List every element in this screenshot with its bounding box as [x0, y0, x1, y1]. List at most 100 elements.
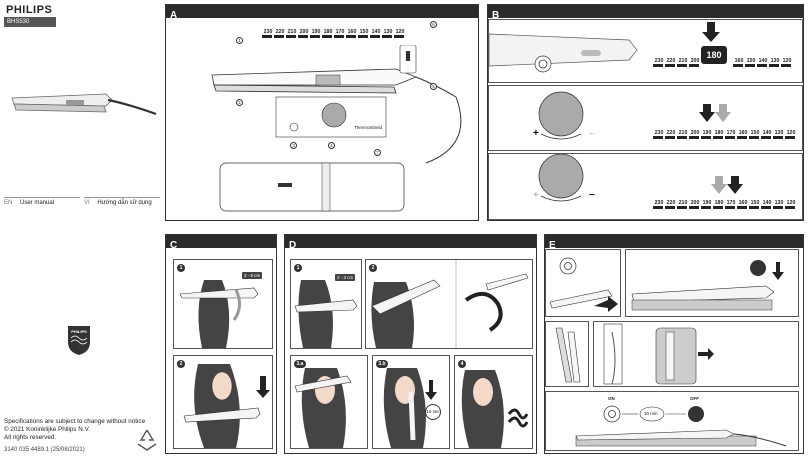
d-step-4-badge: 4: [458, 360, 466, 368]
d-step-1-badge: 1: [294, 264, 302, 272]
d-step-4-illustration: [461, 370, 529, 448]
e-step-3-illustration: [555, 327, 581, 383]
panel-e: E ON OFF: [544, 234, 804, 454]
a-callout-2: 2: [236, 99, 243, 106]
brand-logo-text: PHILIPS: [6, 4, 53, 16]
b-current-temp: 180: [701, 46, 727, 64]
b-arrows-right-icon: [711, 176, 743, 194]
b-temp-left-label-1: 220: [666, 58, 676, 64]
svg-text:−: −: [589, 190, 595, 201]
panel-b-letter: B: [492, 10, 500, 21]
manual-vi-label: Hướng dẫn sử dụng: [97, 200, 152, 206]
recycle-icon: [137, 429, 157, 451]
d-step-3a-badge: 3.a: [294, 360, 306, 368]
d-step-4: 4: [454, 355, 533, 449]
footer-text: Specifications are subject to change wit…: [4, 418, 145, 442]
b-arrows-left-icon: [699, 104, 731, 122]
a-temp-label-7: 160: [347, 29, 357, 35]
b-temp-right-label-3: 130: [770, 58, 780, 64]
d-step-2-illustration: [371, 260, 529, 348]
footer-line-3: All rights reserved.: [4, 434, 57, 441]
a-temp-stripe: [262, 35, 406, 38]
d-step-2-badge: 2: [369, 264, 377, 272]
panel-c-letter: C: [170, 240, 178, 251]
d-step-3b-timer: 10 sec: [425, 404, 441, 420]
c-step-1: 1 3 - 5 cm: [173, 259, 273, 349]
b-temp-2-label-2: 210: [678, 130, 688, 136]
b-temp-2-label-10: 130: [774, 130, 784, 136]
c-step-2-badge: 2: [177, 360, 185, 368]
panel-d: D 1 2 - 3 cm 2 3.a 3.b 10 sec: [284, 234, 537, 454]
a-straightener-diagram: [211, 45, 462, 164]
e-timer-row: [603, 405, 704, 423]
b-temp-right-label-2: 140: [758, 58, 768, 64]
panel-a-letter: A: [170, 10, 178, 21]
panel-c-header: C: [166, 235, 276, 251]
panel-d-header: D: [285, 235, 536, 251]
a-callout-5: 5: [430, 83, 437, 90]
svg-text:−: −: [589, 129, 594, 138]
a-temp-label-3: 200: [299, 29, 309, 35]
b-temp-left-label-2: 210: [678, 58, 688, 64]
a-temp-label-8: 150: [359, 29, 369, 35]
b-temp-3-label-3: 200: [690, 200, 700, 206]
d-step-3a: 3.a: [290, 355, 368, 449]
manual-en-code: EN: [4, 200, 13, 206]
svg-text:PHILIPS: PHILIPS: [71, 329, 87, 334]
b-temp-3-label-6: 170: [726, 200, 736, 206]
a-temp-label-11: 120: [395, 29, 405, 35]
model-tag: BHS530: [4, 17, 56, 27]
e-step-1-illustration: [549, 257, 618, 312]
manual-en-label: User manual: [20, 200, 55, 206]
panel-e-header: E: [545, 235, 803, 251]
d-step-1-size: 2 - 3 cm: [335, 274, 356, 281]
e-step-2: [625, 249, 799, 317]
b-temp-2-label-6: 170: [726, 130, 736, 136]
b-temp-left-label-3: 200: [690, 58, 700, 64]
a-temp-label-1: 220: [275, 29, 285, 35]
b-temp-2-label-11: 120: [786, 130, 796, 136]
d-step-3a-illustration: [294, 368, 352, 448]
a-callout-1: 1: [236, 37, 243, 44]
panel-b-header: B: [488, 5, 803, 21]
b-dial-up: + −: [533, 91, 594, 140]
e-step-2-illustration: [631, 260, 784, 311]
b-temp-2-label-4: 190: [702, 130, 712, 136]
panel-d-letter: D: [289, 240, 297, 251]
a-temp-label-10: 130: [383, 29, 393, 35]
b-temp-3-label-11: 120: [786, 200, 796, 206]
a-temp-label-6: 170: [335, 29, 345, 35]
b-arrow-down-icon: [702, 22, 720, 42]
footer-line-1: Specifications are subject to change wit…: [4, 418, 146, 425]
b-temp-right-label-4: 120: [782, 58, 792, 64]
b-temp-3-label-4: 190: [702, 200, 712, 206]
e-timer-duration: 30 min: [644, 411, 658, 416]
b-temp-3-label-2: 210: [678, 200, 688, 206]
a-temp-label-2: 210: [287, 29, 297, 35]
d-step-3b-badge: 3.b: [376, 360, 388, 368]
philips-shield-icon: PHILIPS: [68, 326, 90, 355]
b-temp-3-label-8: 150: [750, 200, 760, 206]
straightener-illustration: [11, 93, 157, 116]
b-temp-2-label-9: 140: [762, 130, 772, 136]
a-temp-label-0: 230: [263, 29, 273, 35]
e-step-4-illustration: [603, 323, 714, 385]
b-temp-left-label-0: 230: [654, 58, 664, 64]
c-step-1-illustration: [179, 280, 259, 348]
a-callout-6: 6: [430, 21, 437, 28]
panel-a-header: A: [166, 5, 478, 21]
b-temp-3-label-9: 140: [762, 200, 772, 206]
a-storage-pouch: [219, 162, 405, 212]
footer-line-2: © 2021 Koninklijke Philips N.V.: [4, 426, 90, 433]
d-step-1-illustration: [294, 280, 358, 348]
b-temp-3-label-0: 230: [654, 200, 664, 206]
